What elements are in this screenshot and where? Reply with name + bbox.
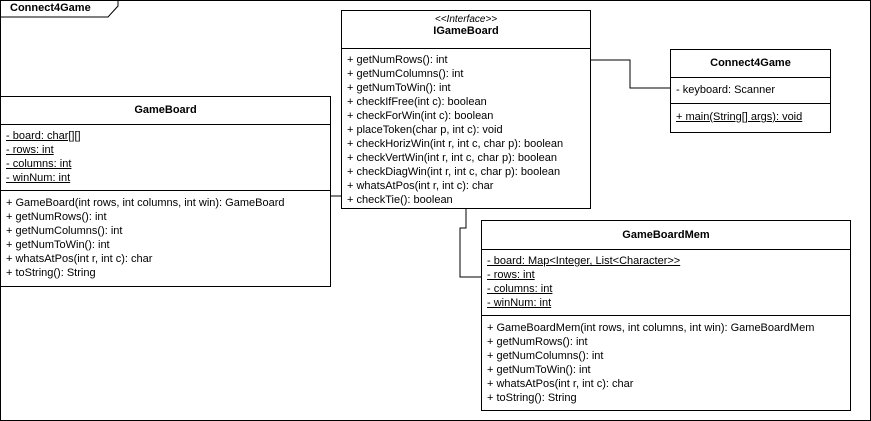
class-gameboard[interactable]: GameBoard - board: char[][] - rows: int …: [0, 96, 331, 287]
frame-label: Connect4Game: [10, 2, 91, 14]
method: + checkIfFree(int c): boolean: [347, 96, 487, 108]
class-connect4game[interactable]: Connect4Game - keyboard: Scanner + main(…: [670, 49, 831, 133]
class-gameboardmem[interactable]: GameBoardMem - board: Map<Integer, List<…: [481, 220, 851, 411]
method: + getNumRows(): int: [487, 336, 588, 348]
attribute: - winNum: int: [6, 172, 71, 184]
method: + main(String[] args): void: [676, 111, 803, 123]
connector-gameboardmem-igameboard: [459, 209, 481, 278]
method: + getNumColumns(): int: [487, 350, 604, 362]
class-connect4game-name: Connect4Game: [710, 57, 791, 69]
method: + getNumColumns(): int: [347, 68, 464, 80]
class-gameboard-methods: + GameBoard(int rows, int columns, int w…: [1, 191, 330, 284]
class-igameboard-methods: + getNumRows(): int + getNumColumns(): i…: [342, 49, 590, 211]
method: + getNumColumns(): int: [6, 225, 123, 237]
attribute: - keyboard: Scanner: [676, 84, 776, 96]
class-connect4game-header: Connect4Game: [671, 50, 830, 78]
method: + toString(): String: [487, 392, 577, 404]
method: + checkHorizWin(int r, int c, char p): b…: [347, 138, 564, 150]
method: + checkDiagWin(int r, int c, char p): bo…: [347, 166, 561, 178]
method: + getNumToWin(): int: [6, 239, 110, 251]
attribute: - winNum: int: [487, 297, 552, 309]
class-gameboardmem-header: GameBoardMem: [482, 221, 850, 250]
method: + whatsAtPos(int r, int c): char: [347, 180, 494, 192]
class-gameboard-name: GameBoard: [134, 104, 197, 116]
method: + whatsAtPos(int r, int c): char: [487, 378, 634, 390]
class-connect4game-attributes: - keyboard: Scanner: [671, 78, 830, 104]
attribute: - board: char[][]: [6, 130, 81, 142]
attribute: - rows: int: [487, 269, 535, 281]
class-gameboardmem-name: GameBoardMem: [622, 229, 710, 241]
method: + GameBoard(int rows, int columns, int w…: [6, 197, 285, 209]
class-gameboard-attributes: - board: char[][] - rows: int - columns:…: [1, 125, 330, 191]
class-connect4game-methods: + main(String[] args): void: [671, 104, 830, 128]
class-igameboard[interactable]: <<Interface>> IGameBoard + getNumRows():…: [341, 10, 591, 209]
method: + getNumRows(): int: [347, 54, 448, 66]
method: + whatsAtPos(int r, int c): char: [6, 253, 153, 265]
class-gameboardmem-attributes: - board: Map<Integer, List<Character>> -…: [482, 250, 850, 316]
class-igameboard-stereotype: <<Interface>>: [434, 14, 498, 25]
method: + checkVertWin(int r, int c, char p): bo…: [347, 152, 558, 164]
class-igameboard-header: <<Interface>> IGameBoard: [342, 11, 590, 49]
method: + toString(): String: [6, 267, 96, 279]
method: + getNumToWin(): int: [487, 364, 591, 376]
attribute: - columns: int: [6, 158, 72, 170]
method: + checkTie(): boolean: [347, 194, 453, 206]
class-gameboard-header: GameBoard: [1, 97, 330, 125]
attribute: - board: Map<Integer, List<Character>>: [487, 255, 681, 267]
method: + checkForWin(int c): boolean: [347, 110, 494, 122]
class-igameboard-name: IGameBoard: [433, 25, 499, 37]
method: + placeToken(char p, int c): void: [347, 124, 503, 136]
attribute: - rows: int: [6, 144, 54, 156]
method: + getNumToWin(): int: [347, 82, 451, 94]
method: + GameBoardMem(int rows, int columns, in…: [487, 322, 815, 334]
class-gameboardmem-methods: + GameBoardMem(int rows, int columns, in…: [482, 316, 850, 409]
connector-connect4game-igameboard: [590, 59, 670, 89]
frame-tab: [0, 0, 120, 18]
attribute: - columns: int: [487, 283, 553, 295]
method: + getNumRows(): int: [6, 211, 107, 223]
